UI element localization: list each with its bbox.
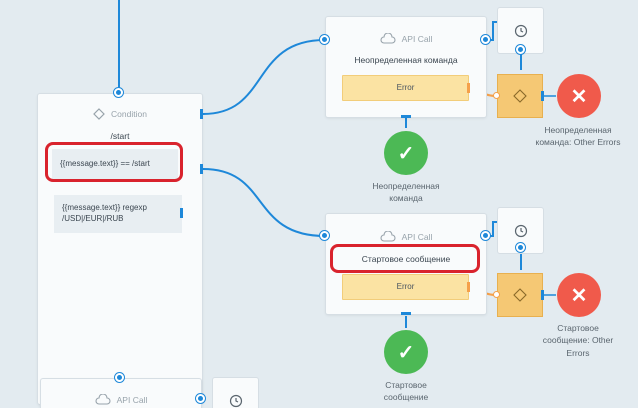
condition-node-type: Condition [111,109,147,119]
api-call-node-2[interactable]: API Call Стартовое сообщение Error [326,214,486,314]
diamond-icon [93,108,105,120]
condition-rule-1[interactable]: {{message.text}} == /start [52,149,178,179]
link-cond-api1 [202,39,326,115]
api-node-1-type: API Call [401,33,433,44]
api-node-2-title: Стартовое сообщение [361,254,451,264]
clock-icon [514,224,527,237]
timer-1-port[interactable] [516,45,525,54]
api-node-1-input-port[interactable] [320,35,329,44]
success-outcome-1-label: Неопределенная команда [372,181,440,204]
api-node-3-timer-port[interactable] [196,394,205,403]
close-icon: ✕ [570,284,588,307]
api-node-1-timer-port[interactable] [481,35,490,44]
error-handler-1[interactable] [497,74,543,118]
error-handler-2-input[interactable] [493,291,500,298]
error-handler-1-output[interactable] [541,91,544,101]
api-node-2-success-port[interactable] [401,312,411,315]
api-node-3-type: API Call [116,394,148,405]
cloud-icon [380,33,396,44]
api-node-3-header: API Call [41,394,201,405]
diamond-icon [513,288,527,302]
cloud-icon [380,231,396,242]
error-handler-2[interactable] [497,273,543,317]
api-node-1-title: Неопределенная команда [354,55,458,65]
success-outcome-2-label: Стартовое сообщение [383,380,429,403]
condition-input-port[interactable] [114,88,123,97]
close-icon: ✕ [570,85,588,108]
error-handler-2-output[interactable] [541,290,544,300]
condition-node-title: /start [110,131,130,141]
error-outcome-1[interactable]: ✕ [557,74,601,118]
error-handler-1-input[interactable] [493,92,500,99]
api-call-node-1[interactable]: API Call Неопределенная команда Error [326,17,486,117]
api-node-1-success-port[interactable] [401,115,411,118]
condition-node[interactable]: Condition /start {{message.text}} == /st… [38,94,202,404]
api-node-2-type: API Call [401,231,433,242]
condition-node-header: Condition [38,108,202,120]
api-node-2-header: API Call [326,231,486,242]
link-cond-api2 [202,168,326,237]
api-node-3-input-port[interactable] [115,373,124,382]
highlight-api2-title [330,244,480,273]
highlight-rule1 [45,142,183,182]
success-outcome-1[interactable]: ✓ [384,131,428,175]
checkmark-icon: ✓ [397,341,415,364]
checkmark-icon: ✓ [397,142,415,165]
api-node-2-error-branch[interactable]: Error [342,274,469,300]
timer-2-port[interactable] [516,243,525,252]
timer-node-3[interactable] [213,378,258,408]
error-outcome-2-label: Стартовое сообщение: Other Errors [542,323,614,358]
condition-rule-2[interactable]: {{message.text}} regexp /USD|/EUR|/RUB [54,195,182,233]
success-outcome-2[interactable]: ✓ [384,330,428,374]
clock-icon [514,24,527,37]
api-call-node-3[interactable]: API Call [41,379,201,408]
cloud-icon [95,394,111,405]
condition-rule2-output-port[interactable] [200,164,203,174]
condition-rule3-output-port[interactable] [180,208,183,218]
clock-icon [229,394,242,407]
api-node-1-error-branch[interactable]: Error [342,75,469,101]
error-outcome-1-label: Неопределенная команда: Other Errors [535,125,621,148]
api-node-2-input-port[interactable] [320,231,329,240]
api-node-1-header: API Call [326,33,486,44]
api-node-1-error-port[interactable] [467,83,470,93]
diamond-icon [513,89,527,103]
condition-rule1-output-port[interactable] [200,109,203,119]
api-node-2-timer-port[interactable] [481,231,490,240]
api-node-2-error-port[interactable] [467,282,470,292]
error-outcome-2[interactable]: ✕ [557,273,601,317]
